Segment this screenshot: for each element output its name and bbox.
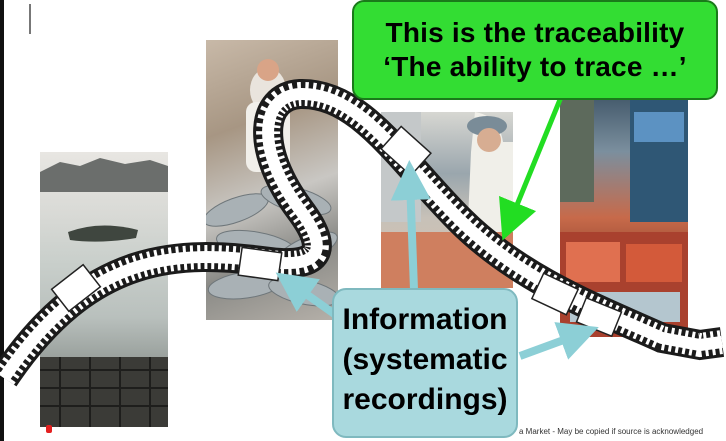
traceability-line-2: ‘The ability to trace …’ [383, 51, 687, 82]
info-arrow-right [518, 322, 599, 360]
information-line-1: Information [342, 303, 508, 336]
information-callout: Information (systematic recordings) [332, 288, 518, 438]
slide-divider-line [29, 4, 31, 34]
traceability-arrow [499, 79, 571, 241]
info-arrow-up [390, 160, 431, 291]
slide-border [0, 0, 4, 441]
information-line-2: (systematic [342, 343, 508, 376]
traceability-line-1: This is the traceability [385, 17, 685, 48]
traceability-callout: This is the traceability ‘The ability to… [352, 0, 718, 100]
copyright-footer: a Market - May be copied if source is ac… [519, 427, 704, 436]
red-marker [46, 425, 52, 433]
information-line-3: recordings) [342, 383, 508, 416]
